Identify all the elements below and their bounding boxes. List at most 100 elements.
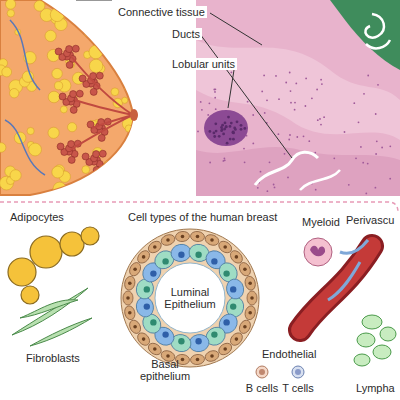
- blood-vessel: [300, 240, 372, 330]
- lobule-nucleus: [213, 132, 216, 135]
- lobule-nucleus: [230, 122, 233, 125]
- lobule-nucleus: [229, 138, 232, 141]
- tissue-nucleus: [367, 163, 369, 165]
- fat-globule: [52, 166, 64, 178]
- fat-globule: [81, 23, 89, 31]
- histology-image: [196, 0, 400, 196]
- tissue-nucleus: [244, 161, 246, 163]
- basal-nucleus: [181, 235, 185, 239]
- basal-cell: [123, 305, 136, 321]
- tissue-nucleus: [207, 114, 209, 116]
- luminal-cell: [225, 278, 246, 301]
- tissue-nucleus: [290, 102, 292, 104]
- basal-cell: [190, 354, 205, 366]
- lobule: [79, 75, 86, 82]
- basal-nucleus: [153, 347, 157, 351]
- tissue-nucleus: [295, 83, 297, 85]
- basal-nucleus: [166, 238, 170, 242]
- leader-lines: [76, 0, 292, 158]
- tissue-nucleus: [362, 162, 364, 164]
- nipple: [130, 109, 138, 121]
- tissue-nucleus: [264, 112, 266, 114]
- basal-nucleus: [210, 354, 214, 358]
- lobule: [66, 61, 73, 68]
- fat-globule: [27, 127, 34, 134]
- fat-globule: [113, 49, 119, 55]
- tissue-nucleus: [363, 93, 365, 95]
- lobule: [68, 156, 75, 163]
- tissue-nucleus: [215, 108, 217, 110]
- part-label: Luminal Epithelium: [160, 286, 220, 310]
- luminal-nucleus: [150, 270, 156, 276]
- tissue-nucleus: [360, 146, 362, 148]
- lobule: [96, 72, 103, 79]
- fat-globule: [84, 29, 92, 37]
- lobule-nucleus: [234, 128, 237, 131]
- fat-globule: [120, 174, 133, 187]
- basal-cell: [204, 349, 221, 363]
- basal-cell: [244, 275, 257, 291]
- basal-nucleus: [126, 296, 130, 300]
- lobule: [82, 153, 89, 160]
- tissue-nucleus: [284, 153, 286, 155]
- t-cell-nucleus: [295, 369, 301, 375]
- basal-nucleus: [142, 337, 146, 341]
- vessel-line: [5, 20, 45, 175]
- tissue-nucleus: [303, 135, 305, 137]
- t-cell: [292, 366, 304, 378]
- fat-globule: [52, 68, 62, 78]
- fat-globule: [124, 83, 132, 91]
- fat-globule: [77, 12, 86, 21]
- luminal-nucleus: [211, 258, 217, 264]
- fat-globule: [29, 143, 42, 156]
- tissue-nucleus: [320, 79, 322, 81]
- basal-nucleus: [128, 311, 132, 315]
- tissue-nucleus: [200, 101, 202, 103]
- tissue-nucleus: [247, 101, 249, 103]
- lobule: [68, 141, 75, 148]
- tissue-nucleus: [252, 114, 254, 116]
- tissue-nucleus: [275, 75, 277, 77]
- fat-globule: [125, 125, 132, 132]
- lobule-nucleus: [243, 127, 246, 130]
- lobule-nucleus: [221, 124, 224, 127]
- lobule-nucleus: [215, 130, 218, 133]
- tissue-nucleus: [288, 139, 290, 141]
- tissue-nucleus: [274, 187, 276, 189]
- basal-nucleus: [128, 281, 132, 285]
- adipocytes: [8, 227, 99, 304]
- part-label: Adipocytes: [10, 211, 64, 223]
- luminal-nucleus: [230, 303, 236, 309]
- tissue-nucleus: [317, 119, 319, 121]
- basal-nucleus: [223, 245, 227, 249]
- tissue-nucleus: [266, 99, 268, 101]
- lobule-nucleus: [240, 128, 243, 131]
- basal-nucleus: [248, 311, 252, 315]
- lobule-nucleus: [236, 120, 239, 123]
- part-label: Lobular units: [170, 58, 237, 70]
- lobule: [98, 134, 105, 141]
- lobule: [55, 48, 62, 55]
- lobule-nucleus: [232, 131, 235, 134]
- part-label: Fibroblasts: [26, 352, 80, 364]
- lobule: [70, 106, 77, 113]
- lobule: [66, 46, 73, 53]
- part-label: Connective tissue: [116, 6, 207, 18]
- luminal-nucleus: [195, 338, 201, 344]
- part-label: Basal epithelium: [134, 358, 196, 382]
- basal-cell: [204, 233, 221, 247]
- part-label: Endothelial: [262, 348, 316, 360]
- tissue-nucleus: [257, 187, 259, 189]
- luminal-nucleus: [178, 252, 184, 258]
- fat-globule: [22, 71, 33, 82]
- tissue-nucleus: [278, 98, 280, 100]
- lobule-nucleus: [232, 131, 235, 134]
- tissue-nucleus: [224, 158, 226, 160]
- tissue-nucleus: [311, 97, 313, 99]
- tissue-nucleus: [389, 178, 391, 180]
- fat-globule: [45, 30, 56, 41]
- basal-cell: [123, 291, 133, 305]
- luminal-nucleus: [223, 319, 229, 325]
- tissue-nucleus: [278, 133, 280, 135]
